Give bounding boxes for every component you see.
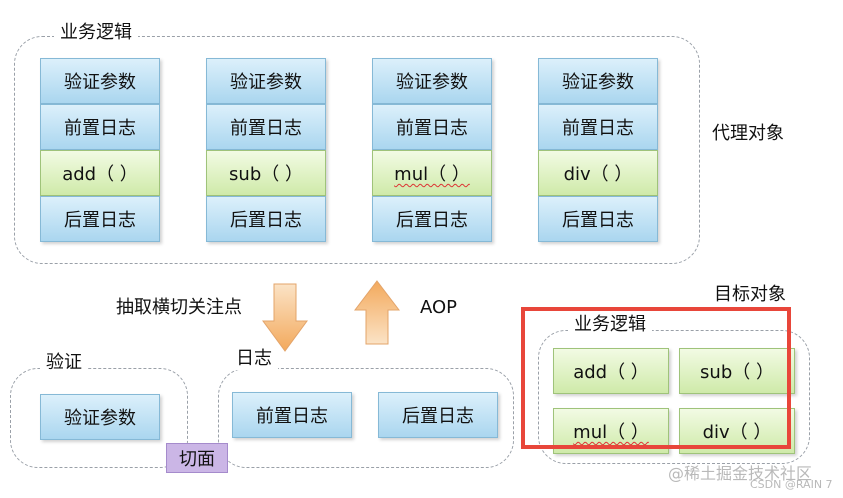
proxy-col1-pre-log: 前置日志 xyxy=(40,104,160,150)
proxy-col2-pre-log: 前置日志 xyxy=(206,104,326,150)
watermark-csdn: CSDN @RAIN 7 xyxy=(750,478,833,491)
validate-aspect-group xyxy=(10,368,188,468)
proxy-col1-validate: 验证参数 xyxy=(40,58,160,104)
target-business-logic-group xyxy=(538,330,810,464)
validate-group-title: 验证 xyxy=(40,352,88,374)
aop-label: AOP xyxy=(420,297,458,318)
proxy-col1-method: add（ ） xyxy=(40,150,160,196)
down-arrow-icon xyxy=(262,283,308,352)
aspect-post-log: 后置日志 xyxy=(378,392,498,438)
extract-concerns-label: 抽取横切关注点 xyxy=(116,297,242,318)
proxy-business-logic-group xyxy=(14,36,700,264)
aspect-tag: 切面 xyxy=(166,443,228,473)
proxy-col2-post-log: 后置日志 xyxy=(206,196,326,242)
proxy-col3-post-log: 后置日志 xyxy=(372,196,492,242)
proxy-col3-validate: 验证参数 xyxy=(372,58,492,104)
target-group-title: 业务逻辑 xyxy=(568,314,652,336)
log-group-title: 日志 xyxy=(230,348,278,370)
up-arrow-icon xyxy=(354,280,400,345)
target-object-label: 目标对象 xyxy=(714,284,786,305)
proxy-col2-validate: 验证参数 xyxy=(206,58,326,104)
highlight-box xyxy=(521,307,791,449)
proxy-col4-post-log: 后置日志 xyxy=(538,196,658,242)
aspect-pre-log: 前置日志 xyxy=(232,392,352,438)
proxy-col4-method: div（ ） xyxy=(538,150,658,196)
proxy-col1-post-log: 后置日志 xyxy=(40,196,160,242)
watermark-juejin: @稀土掘金技术社区 xyxy=(668,464,813,483)
target-method-sub: sub（ ） xyxy=(679,348,795,394)
proxy-col3-method: mul（ ） xyxy=(372,150,492,196)
proxy-col4-pre-log: 前置日志 xyxy=(538,104,658,150)
target-method-mul-text: mul（ ） xyxy=(573,422,649,443)
proxy-group-title: 业务逻辑 xyxy=(54,22,138,44)
aspect-validate-params: 验证参数 xyxy=(40,394,160,440)
log-aspect-group xyxy=(218,368,514,468)
proxy-col3-pre-log: 前置日志 xyxy=(372,104,492,150)
proxy-col2-method: sub（ ） xyxy=(206,150,326,196)
target-method-add: add（ ） xyxy=(553,348,669,394)
proxy-col3-method-text: mul（ ） xyxy=(394,164,470,185)
proxy-col4-validate: 验证参数 xyxy=(538,58,658,104)
proxy-object-label: 代理对象 xyxy=(712,123,784,144)
